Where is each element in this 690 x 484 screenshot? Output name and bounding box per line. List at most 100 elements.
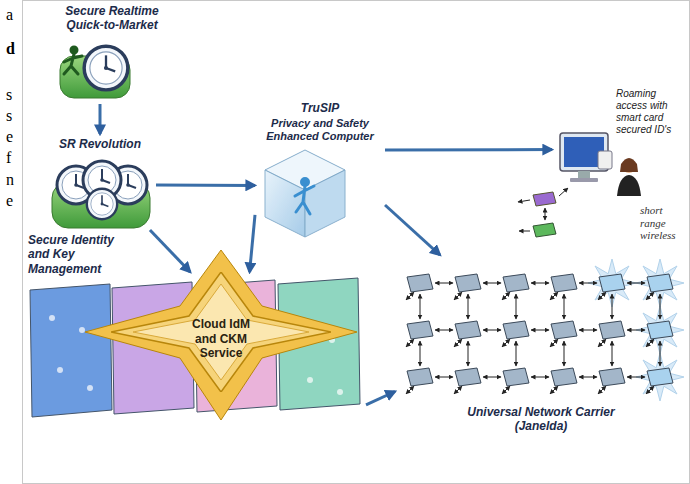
- frame: [23, 1, 690, 484]
- network-node-tile: [455, 274, 481, 292]
- network-node-tile: [407, 274, 433, 292]
- link-arrow: [435, 330, 453, 331]
- network-node-tile: [551, 274, 577, 292]
- network-node-tile: [455, 321, 481, 339]
- link-arrow: [531, 377, 549, 378]
- link-arrow: [483, 283, 501, 284]
- link-arrow: [406, 292, 414, 300]
- diagram-node: Secure Identity and Key ManagementCloud …: [26, 232, 366, 427]
- node-text: SR Revolution: [44, 137, 156, 151]
- flow-arrow: [250, 215, 255, 272]
- link-arrow: [502, 386, 510, 394]
- network-node-tile: [551, 368, 577, 386]
- revolution-icon: [52, 161, 150, 228]
- link-arrow: [660, 294, 661, 319]
- link-arrow: [435, 283, 453, 284]
- node-text: Cloud IdM and CKM Service: [180, 317, 262, 360]
- link-arrow: [660, 341, 661, 366]
- link-arrow: [483, 330, 501, 331]
- link-arrow: [516, 341, 517, 366]
- network-node-tile: [503, 274, 529, 292]
- network-node-tile: [407, 321, 433, 339]
- flow-arrow: [385, 205, 440, 255]
- network-node-tile: [407, 368, 433, 386]
- link-arrow: [531, 283, 549, 284]
- network-node-tile: [455, 368, 481, 386]
- flow-arrow: [366, 392, 395, 405]
- link-arrow: [627, 330, 645, 331]
- page-text-fragment: s: [6, 86, 12, 104]
- network-node-tile: [599, 274, 625, 292]
- link-arrow: [435, 377, 453, 378]
- page-text-fragment: f: [6, 149, 11, 167]
- flow-arrow: [150, 230, 190, 272]
- link-arrow: [612, 341, 613, 366]
- link-arrow: [598, 339, 606, 347]
- link-arrow: [646, 339, 654, 347]
- link-arrow: [502, 339, 510, 347]
- page-text-fragment: a: [6, 6, 13, 24]
- node-text: Secure Identity and Key Management: [28, 233, 134, 276]
- link-arrow: [579, 377, 597, 378]
- link-arrow: [564, 341, 565, 366]
- page-text-fragment: e: [6, 192, 13, 210]
- link-arrow: [627, 283, 645, 284]
- link-arrow: [550, 292, 558, 300]
- diagram-node: SR Revolution: [44, 134, 156, 230]
- link-arrow: [406, 339, 414, 347]
- link-arrow: [646, 292, 654, 300]
- node-text: Roaming access with smart card secured I…: [616, 88, 684, 136]
- link-arrow: [579, 283, 597, 284]
- page-text-fragment: e: [6, 128, 13, 146]
- star-inner: [133, 284, 309, 380]
- page-text-fragment: d: [6, 40, 15, 58]
- wireless-label: short range wireless: [640, 204, 686, 242]
- flow-arrow: [99, 104, 102, 134]
- node-text: TruSIP: [255, 101, 385, 115]
- network-node-tile: [599, 368, 625, 386]
- network-node-tile: [647, 368, 673, 386]
- link-arrow: [646, 386, 654, 394]
- link-arrow: [468, 341, 469, 366]
- link-arrow: [579, 330, 597, 331]
- page-text-fragment: s: [6, 107, 12, 125]
- link-arrow: [531, 330, 549, 331]
- link-arrow: [516, 294, 517, 319]
- flow-arrow: [156, 183, 255, 187]
- link-arrow: [454, 386, 462, 394]
- network-node-tile: [647, 321, 673, 339]
- link-arrow: [483, 377, 501, 378]
- link-arrow: [468, 294, 469, 319]
- network-grid: [406, 259, 684, 401]
- link-arrow: [550, 339, 558, 347]
- node-text: Secure Realtime Quick-to-Market: [52, 4, 172, 33]
- network-node-tile: [503, 368, 529, 386]
- link-arrow: [564, 294, 565, 319]
- diagram-node: TruSIPPrivacy and Safety Enhanced Comput…: [255, 100, 385, 240]
- network-node-tile: [647, 274, 673, 292]
- diagram-node: Roaming access with smart card secured I…: [552, 88, 686, 200]
- quick-market-icon: [60, 46, 130, 98]
- link-arrow: [454, 339, 462, 347]
- cube-icon: [265, 150, 345, 237]
- link-arrow: [612, 294, 613, 319]
- link-arrow: [598, 292, 606, 300]
- roaming-icon: [560, 133, 641, 196]
- network-node-tile: [503, 321, 529, 339]
- network-node-tile: [599, 321, 625, 339]
- node-text: Universal Network Carrier (Janelda): [455, 405, 627, 434]
- access-arrows: [518, 188, 568, 237]
- link-arrow: [598, 386, 606, 394]
- link-arrow: [420, 294, 421, 319]
- cloud-star: Cloud IdM and CKM Service: [111, 272, 331, 392]
- link-arrow: [420, 341, 421, 366]
- flow-arrow: [385, 148, 552, 151]
- link-arrow: [454, 292, 462, 300]
- page-text-fragment: n: [6, 171, 14, 189]
- star-shape: [111, 272, 331, 392]
- diagram-node: Secure Realtime Quick-to-Market: [52, 4, 172, 104]
- network-node-tile: [551, 321, 577, 339]
- link-arrow: [502, 292, 510, 300]
